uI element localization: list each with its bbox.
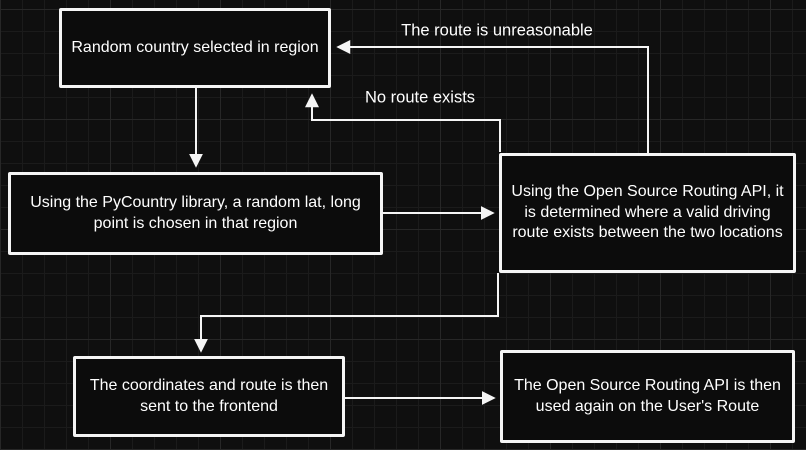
- node-routing-api-check-label: Using the Open Source Routing API, it is…: [511, 182, 784, 242]
- edge-label-route-unreasonable: The route is unreasonable: [401, 21, 593, 40]
- edge-unreasonable-feedback: [336, 40, 649, 153]
- node-random-country: Random country selected in region: [59, 8, 331, 88]
- node-send-to-frontend: The coordinates and route is then sent t…: [73, 356, 345, 437]
- node-pycountry-point-label: Using the PyCountry library, a random la…: [30, 193, 361, 232]
- node-routing-api-user-route-label: The Open Source Routing API is then used…: [514, 376, 781, 415]
- edge-label-no-route-exists: No route exists: [364, 88, 476, 107]
- node-send-to-frontend-label: The coordinates and route is then sent t…: [89, 376, 329, 415]
- node-routing-api-user-route: The Open Source Routing API is then used…: [500, 350, 795, 443]
- node-pycountry-point: Using the PyCountry library, a random la…: [8, 172, 383, 255]
- edge-routing-to-frontend: [194, 273, 499, 353]
- node-routing-api-check: Using the Open Source Routing API, it is…: [499, 153, 796, 273]
- node-random-country-label: Random country selected in region: [71, 38, 319, 56]
- edge-noroute-feedback: [305, 93, 501, 152]
